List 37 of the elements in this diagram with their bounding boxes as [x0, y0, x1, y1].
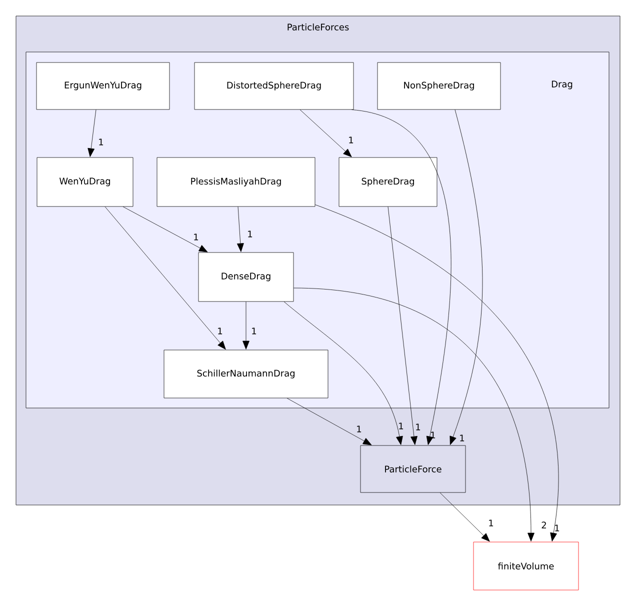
edge-label: 1 — [194, 234, 198, 240]
arrow — [294, 288, 534, 542]
edge-label: 1 — [489, 520, 494, 526]
module-box: ErgunWenYuDrag — [36, 62, 170, 110]
module-box: SchillerNaumannDrag — [164, 350, 328, 398]
arrow — [122, 206, 208, 252]
module-box: finiteVolume — [473, 542, 579, 590]
arrow — [300, 110, 352, 158]
module-box: PlessisMasliyahDrag — [156, 157, 316, 207]
edge-label: 1 — [357, 426, 362, 432]
edge-label: 1 — [349, 136, 354, 144]
edge-label: 1 — [399, 422, 404, 430]
module-box: DistortedSphereDrag — [194, 62, 354, 110]
module-box: DenseDrag — [198, 252, 294, 302]
edge-label: 2 — [542, 522, 546, 528]
arrow — [440, 492, 490, 542]
arrow — [236, 206, 244, 252]
edge-label: 1 — [218, 328, 222, 334]
arrow — [104, 206, 226, 350]
edge-label: 1 — [460, 434, 464, 442]
arrow — [286, 398, 372, 446]
edge-label: 1 — [252, 328, 256, 334]
arrow — [284, 302, 403, 445]
module-box: NonSphereDrag — [377, 62, 501, 110]
edge-label: 1 — [99, 138, 104, 146]
arrow — [315, 204, 558, 542]
edge-label: 1 — [248, 230, 252, 238]
edge-label: 1 — [555, 524, 560, 532]
arrow — [388, 206, 418, 445]
arrow — [242, 302, 250, 350]
edge-label: 1 — [416, 424, 420, 430]
arrow — [88, 110, 96, 157]
module-box: WenYuDrag — [36, 157, 134, 207]
arrow — [450, 110, 483, 445]
arrow — [352, 110, 452, 445]
module-box: ParticleForce — [360, 445, 466, 493]
module-box: SphereDrag — [338, 157, 438, 207]
